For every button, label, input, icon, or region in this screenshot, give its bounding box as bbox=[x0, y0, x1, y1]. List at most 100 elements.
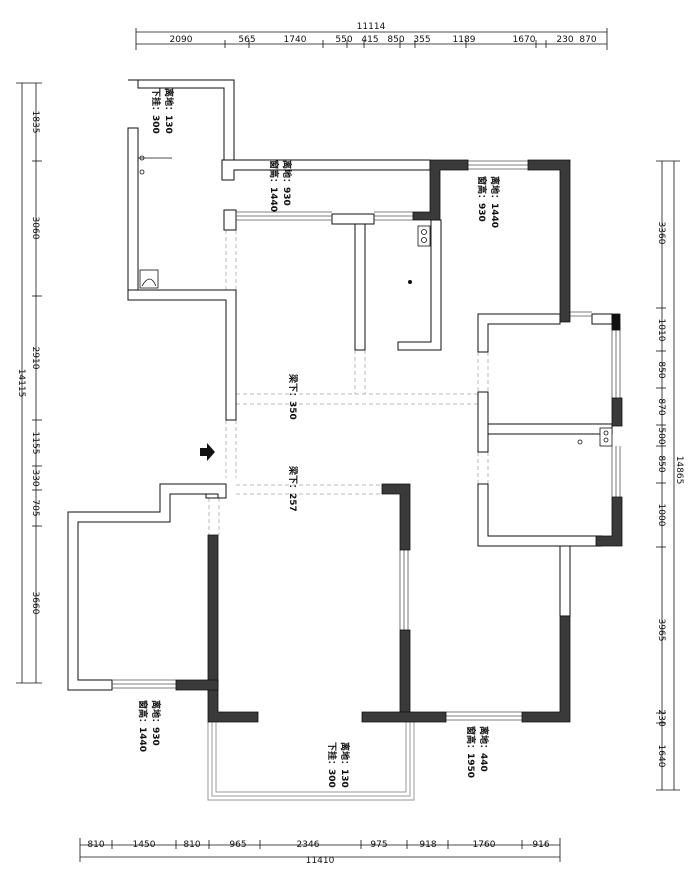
window-east-upper bbox=[611, 324, 621, 398]
wall-east-pillar bbox=[611, 313, 621, 331]
left-dim-2: 3060 bbox=[30, 217, 40, 240]
wall-east-lower bbox=[595, 496, 623, 547]
left-dim-1: 1835 bbox=[30, 111, 40, 134]
bottom-dim-2: 1450 bbox=[133, 840, 156, 850]
wall-east-mid bbox=[611, 397, 623, 427]
wall-living-east-upper bbox=[381, 483, 411, 551]
top-dim-8: 1189 bbox=[453, 35, 476, 45]
top-total-dim: 11114 bbox=[357, 22, 386, 32]
note-1-line1: 离地：130 bbox=[163, 88, 175, 134]
windows bbox=[112, 160, 621, 721]
wall-bedroom-lower bbox=[487, 423, 613, 435]
left-total-dim: 14115 bbox=[16, 369, 26, 398]
bottom-total-dim: 11410 bbox=[306, 856, 335, 866]
wall-lower-right-jog bbox=[559, 545, 571, 617]
top-dim-11: 870 bbox=[579, 35, 596, 45]
wall-lower-left-stub bbox=[205, 493, 219, 499]
top-dim-6: 850 bbox=[387, 35, 404, 45]
wall-east-stub bbox=[591, 313, 613, 325]
window-top-corridor bbox=[236, 211, 413, 221]
balcony-rail bbox=[207, 722, 415, 801]
wall-bottom-center bbox=[361, 711, 447, 723]
top-dim-9: 1670 bbox=[513, 35, 536, 45]
left-dim-6: 705 bbox=[30, 499, 40, 516]
wall-master-ne bbox=[527, 159, 571, 323]
top-dim-7: 355 bbox=[413, 35, 430, 45]
wall-utility-west bbox=[127, 127, 139, 301]
bottom-dim-3: 810 bbox=[183, 840, 200, 850]
note-4-line1: 梁下：350 bbox=[287, 373, 299, 420]
top-dim-2: 565 bbox=[238, 35, 255, 45]
bottom-dim-6: 975 bbox=[370, 840, 387, 850]
bottom-dim-1: 810 bbox=[87, 840, 104, 850]
right-dim-9: 230 bbox=[656, 709, 666, 726]
load-bearing-walls bbox=[175, 159, 623, 723]
note-3-line1: 离地：1440 bbox=[489, 176, 501, 228]
wall-kitchen-counter bbox=[331, 213, 375, 225]
bottom-dim-8: 1760 bbox=[473, 840, 496, 850]
right-dim-2: 1010 bbox=[656, 319, 666, 342]
note-2-line1: 离地：930 bbox=[281, 160, 293, 206]
window-bottom-left bbox=[112, 679, 176, 689]
wall-kitchen-nw bbox=[412, 159, 469, 221]
note-1-line2: 下挂：300 bbox=[150, 88, 162, 134]
left-dimension-chain: 1835 3060 2910 1155 330 705 3660 14115 bbox=[16, 82, 42, 684]
stove-icon bbox=[417, 225, 431, 247]
bath-drain-icon bbox=[577, 439, 583, 445]
note-8-line1: 离地：440 bbox=[478, 726, 490, 772]
right-dim-5: 500 bbox=[656, 427, 666, 444]
window-living-east bbox=[399, 550, 409, 630]
bottom-dim-7: 918 bbox=[419, 840, 436, 850]
right-dim-3: 850 bbox=[656, 361, 666, 378]
note-2-line2: 窗高：1440 bbox=[268, 160, 280, 212]
wall-kitchen-west bbox=[354, 223, 366, 351]
right-dim-1: 3360 bbox=[656, 222, 666, 245]
note-6-line1: 离地：930 bbox=[150, 700, 162, 746]
left-dim-5: 330 bbox=[30, 469, 40, 486]
top-dimension-chain: 11114 2090 565 1740 550 415 850 355 1189… bbox=[135, 22, 608, 50]
wall-bottom-left-pillar bbox=[175, 679, 219, 691]
bottom-dim-4: 965 bbox=[229, 840, 246, 850]
wall-utility-south bbox=[127, 289, 237, 421]
right-dim-7: 1000 bbox=[656, 504, 666, 527]
fixture-dot bbox=[139, 169, 145, 175]
wall-lower-left-room bbox=[67, 483, 227, 691]
wall-living-west bbox=[207, 534, 259, 723]
note-5-line1: 梁下：257 bbox=[287, 465, 299, 512]
wall-bedroom-upper-west bbox=[477, 313, 561, 353]
right-dim-6: 850 bbox=[656, 455, 666, 472]
left-dim-7: 3660 bbox=[30, 592, 40, 615]
note-8-line2: 窗高：1950 bbox=[465, 726, 477, 778]
top-dim-10: 230 bbox=[556, 35, 573, 45]
thin-walls bbox=[67, 79, 613, 801]
wall-kitchen-east bbox=[397, 219, 442, 351]
fixtures bbox=[138, 155, 613, 461]
wall-utility-outline bbox=[128, 79, 235, 171]
right-dim-8: 3965 bbox=[656, 619, 666, 642]
balcony-rail-inner bbox=[211, 722, 411, 797]
top-dim-4: 550 bbox=[335, 35, 352, 45]
top-dim-5: 415 bbox=[361, 35, 378, 45]
wall-bedroom-lower-west bbox=[477, 483, 603, 547]
top-dim-1: 2090 bbox=[170, 35, 193, 45]
note-7-line2: 下挂：300 bbox=[326, 742, 338, 788]
window-master-top bbox=[468, 160, 528, 170]
drain-icon bbox=[408, 280, 412, 284]
entry-arrow-icon bbox=[200, 443, 215, 461]
note-6-line2: 窗高：1440 bbox=[137, 700, 149, 752]
bottom-dim-5: 2346 bbox=[297, 840, 320, 850]
balcony-rail-inner2 bbox=[215, 722, 407, 793]
window-east-lower bbox=[611, 446, 621, 497]
wall-upper-stub bbox=[223, 209, 237, 231]
wall-living-east-lower bbox=[399, 629, 411, 713]
bottom-dim-9: 916 bbox=[532, 840, 549, 850]
left-dim-3: 2910 bbox=[30, 347, 40, 370]
left-dim-4: 1155 bbox=[30, 432, 40, 455]
bottom-dimension-chain: 810 1450 810 965 2346 975 918 1760 916 1… bbox=[79, 838, 561, 866]
note-7-line1: 离地：130 bbox=[339, 742, 351, 788]
wall-upper-corridor bbox=[221, 159, 431, 181]
opening-lines bbox=[208, 220, 489, 535]
window-bottom-right bbox=[446, 711, 522, 721]
note-3-line2: 窗高：930 bbox=[476, 176, 488, 222]
